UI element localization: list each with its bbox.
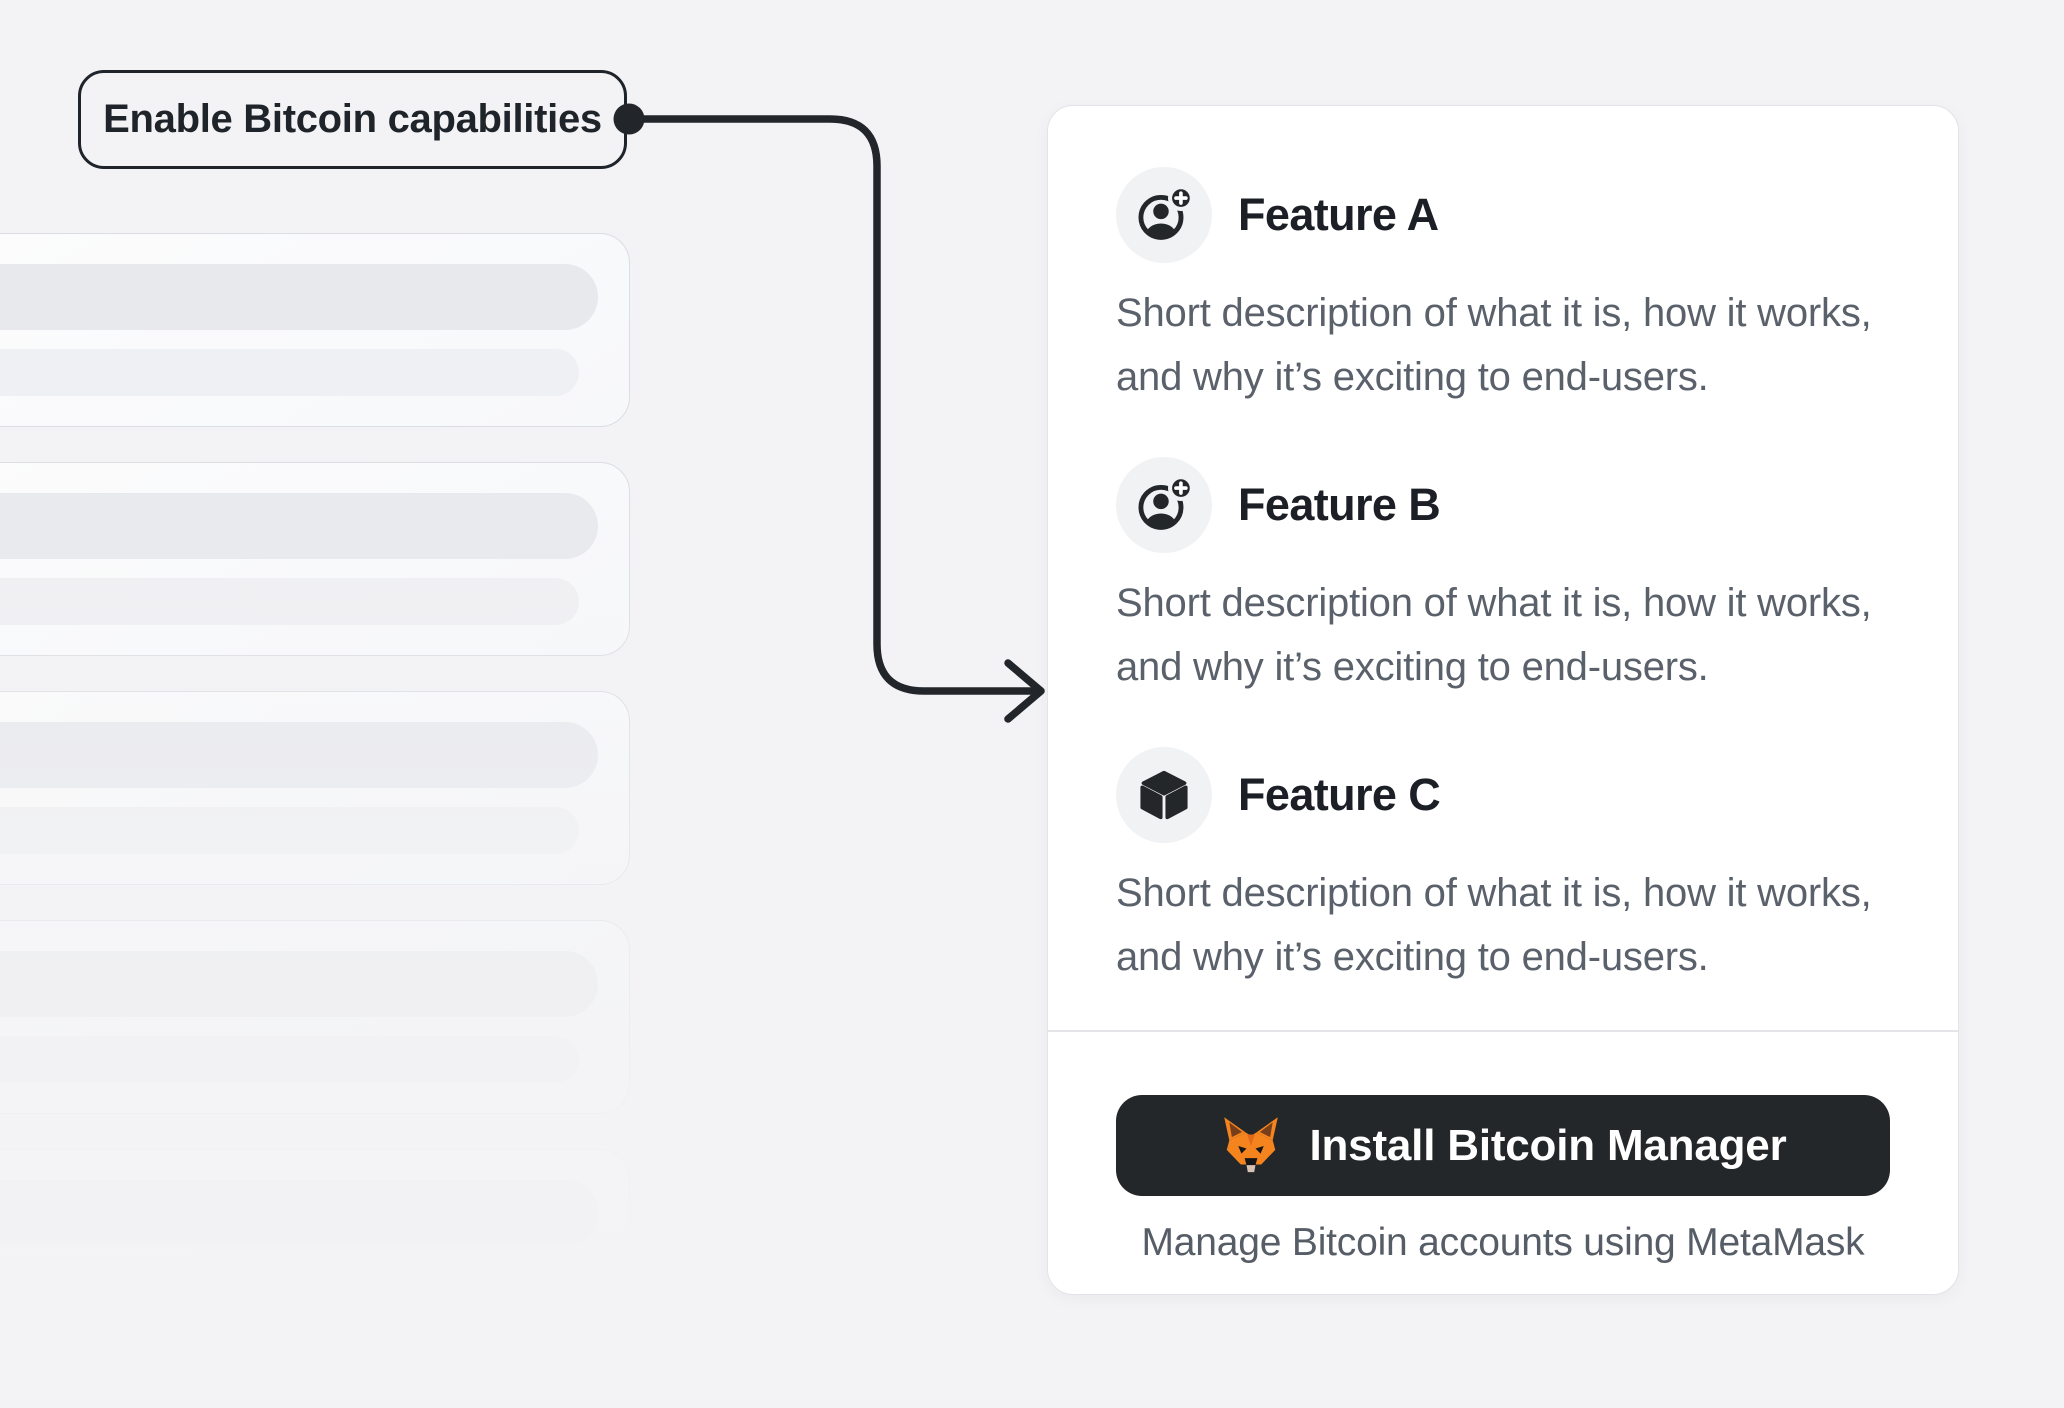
metamask-fox-icon [1224, 1116, 1279, 1172]
panel-footer: Install Bitcoin Manager Manage Bitcoin a… [1048, 1095, 1958, 1268]
install-button-label: Install Bitcoin Manager [1309, 1120, 1787, 1170]
feature-row: Feature C [1116, 747, 1890, 843]
placeholder-card [0, 1149, 630, 1343]
placeholder-card [0, 462, 630, 656]
arrowhead [1004, 659, 1045, 723]
feature-description: Short description of what it is, how it … [1116, 291, 1872, 399]
feature-icon-badge [1116, 167, 1212, 263]
placeholder-bar [0, 264, 598, 330]
install-caption: Manage Bitcoin accounts using MetaMask [1141, 1221, 1865, 1264]
feature-title: Feature A [1238, 189, 1439, 240]
placeholder-bar [0, 807, 579, 854]
placeholder-bar [0, 1036, 579, 1083]
feature-description: Short description of what it is, how it … [1116, 581, 1872, 689]
feature-icon-badge [1116, 457, 1212, 553]
user-add-icon [1135, 186, 1193, 244]
placeholder-bar [0, 493, 598, 559]
placeholder-bar [0, 1180, 598, 1246]
feature-icon-badge [1116, 747, 1212, 843]
placeholder-bar [0, 1265, 579, 1312]
placeholder-card [0, 691, 630, 885]
feature-description: Short description of what it is, how it … [1116, 871, 1872, 979]
placeholder-card [0, 920, 630, 1114]
placeholder-bar [0, 951, 598, 1017]
placeholder-bar [0, 722, 598, 788]
feature-title: Feature C [1238, 769, 1441, 820]
placeholder-bar [0, 578, 579, 625]
feature-list: Feature A Short description of what it i… [1048, 167, 1958, 989]
placeholder-list [0, 233, 630, 1378]
feature-row: Feature A [1116, 167, 1890, 263]
annotation-label-text: Enable Bitcoin capabilities [103, 97, 602, 141]
feature-title: Feature B [1238, 479, 1441, 530]
cube-icon [1140, 770, 1188, 820]
feature-panel-card: Feature A Short description of what it i… [1047, 105, 1959, 1295]
install-bitcoin-manager-button[interactable]: Install Bitcoin Manager [1116, 1095, 1890, 1196]
user-add-icon [1135, 476, 1193, 534]
placeholder-bar [0, 349, 579, 396]
placeholder-card [0, 233, 630, 427]
divider [1048, 1030, 1958, 1032]
annotation-label: Enable Bitcoin capabilities [78, 70, 627, 169]
feature-row: Feature B [1116, 457, 1890, 553]
